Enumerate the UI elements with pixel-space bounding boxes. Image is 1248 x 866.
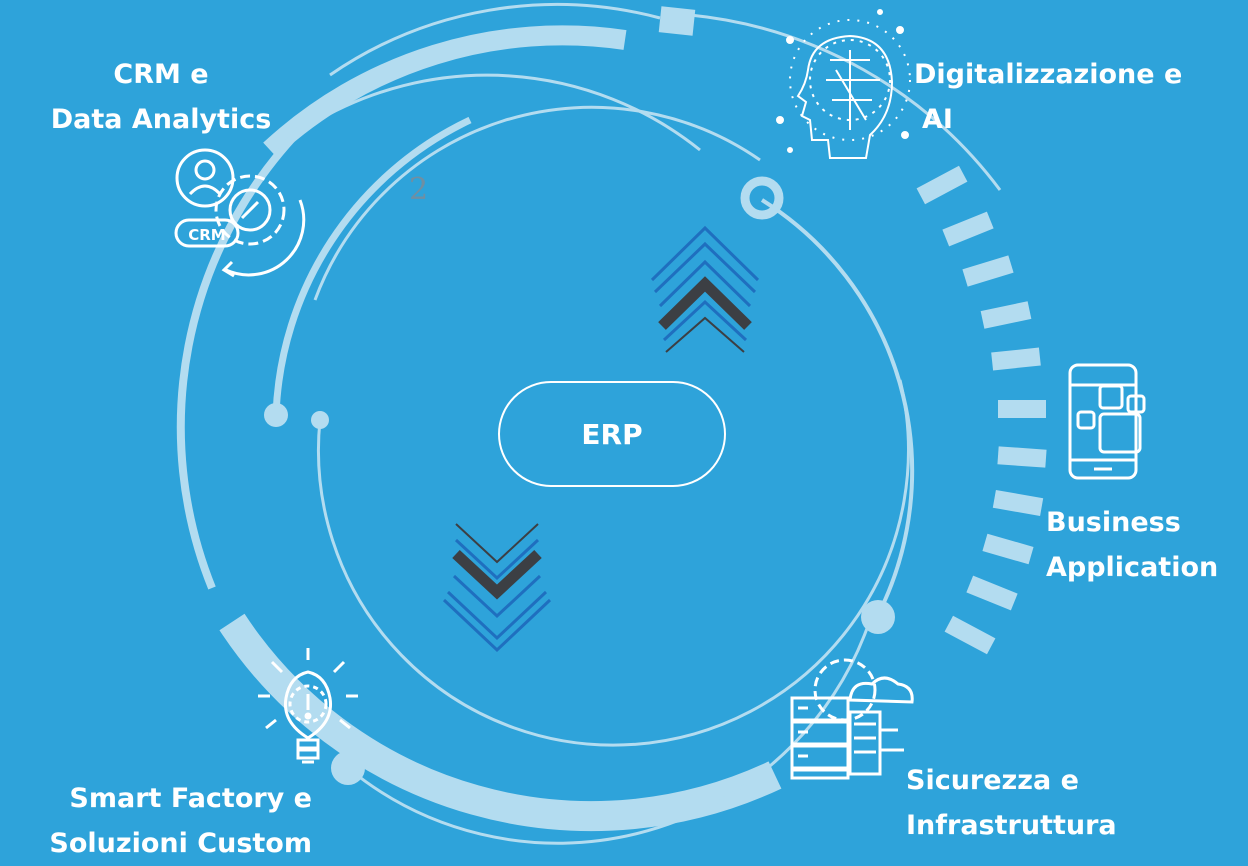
- node-label-factory-line2: Soluzioni Custom: [49, 828, 312, 859]
- outer-ring-arc-left: [176, 127, 303, 590]
- node-label-factory: Smart Factory e Soluzioni Custom: [10, 776, 312, 866]
- node-label-ai-line2: AI: [922, 104, 953, 135]
- node-label-business-line2: Application: [1046, 552, 1219, 583]
- ring-nodes: [264, 176, 895, 785]
- server-cloud-icon: [790, 658, 914, 780]
- inner-ring: [313, 105, 910, 747]
- node-label-security: Sicurezza e Infrastruttura: [906, 758, 1117, 848]
- node-label-ai: Digitalizzazione e AI: [914, 52, 1182, 142]
- down-chevrons-icon: [442, 523, 552, 653]
- node-label-business-line1: Business: [1046, 507, 1181, 538]
- node-dot-right: [861, 600, 895, 634]
- crm-gear-icon: [174, 148, 306, 278]
- erp-label: ERP: [581, 417, 643, 451]
- node-ring-top-right: [740, 176, 784, 220]
- outer-ring-arc-top: [263, 25, 627, 158]
- lightbulb-icon: [258, 648, 358, 764]
- node-label-security-line2: Infrastruttura: [906, 810, 1117, 841]
- ai-head-icon: [776, 9, 911, 159]
- crm-icon-text: CRM: [188, 226, 226, 244]
- erp-center-node[interactable]: ERP: [498, 381, 726, 487]
- node-dot-bottom: [331, 751, 365, 785]
- node-label-factory-line1: Smart Factory e: [69, 783, 312, 814]
- outer-ring-arc-top-thin: [689, 13, 1002, 191]
- outer-ring: [176, 13, 1002, 832]
- middle-ring-arc-top: [309, 73, 701, 152]
- node-label-business: Business Application: [1046, 500, 1218, 590]
- middle-ring-arc-left: [272, 116, 472, 416]
- node-label-security-line1: Sicurezza e: [906, 765, 1079, 796]
- node-label-ai-line1: Digitalizzazione e: [914, 59, 1183, 90]
- node-dot-left-inner: [311, 411, 329, 429]
- top-ring-thin: [329, 3, 661, 77]
- stray-number: 2: [409, 172, 429, 207]
- outer-ring-arc-bottom: [219, 613, 782, 832]
- node-label-crm: CRM e Data Analytics: [30, 52, 292, 142]
- right-dashes: [916, 165, 1047, 655]
- node-label-crm-line2: Data Analytics: [50, 104, 272, 135]
- middle-ring-arc-bottom: [347, 619, 872, 845]
- top-tick-bars: [658, 6, 696, 36]
- node-dot-left: [264, 403, 288, 427]
- mobile-app-icon: [1068, 363, 1146, 480]
- up-chevrons-icon: [650, 225, 760, 353]
- node-label-crm-line1: CRM e: [113, 59, 209, 90]
